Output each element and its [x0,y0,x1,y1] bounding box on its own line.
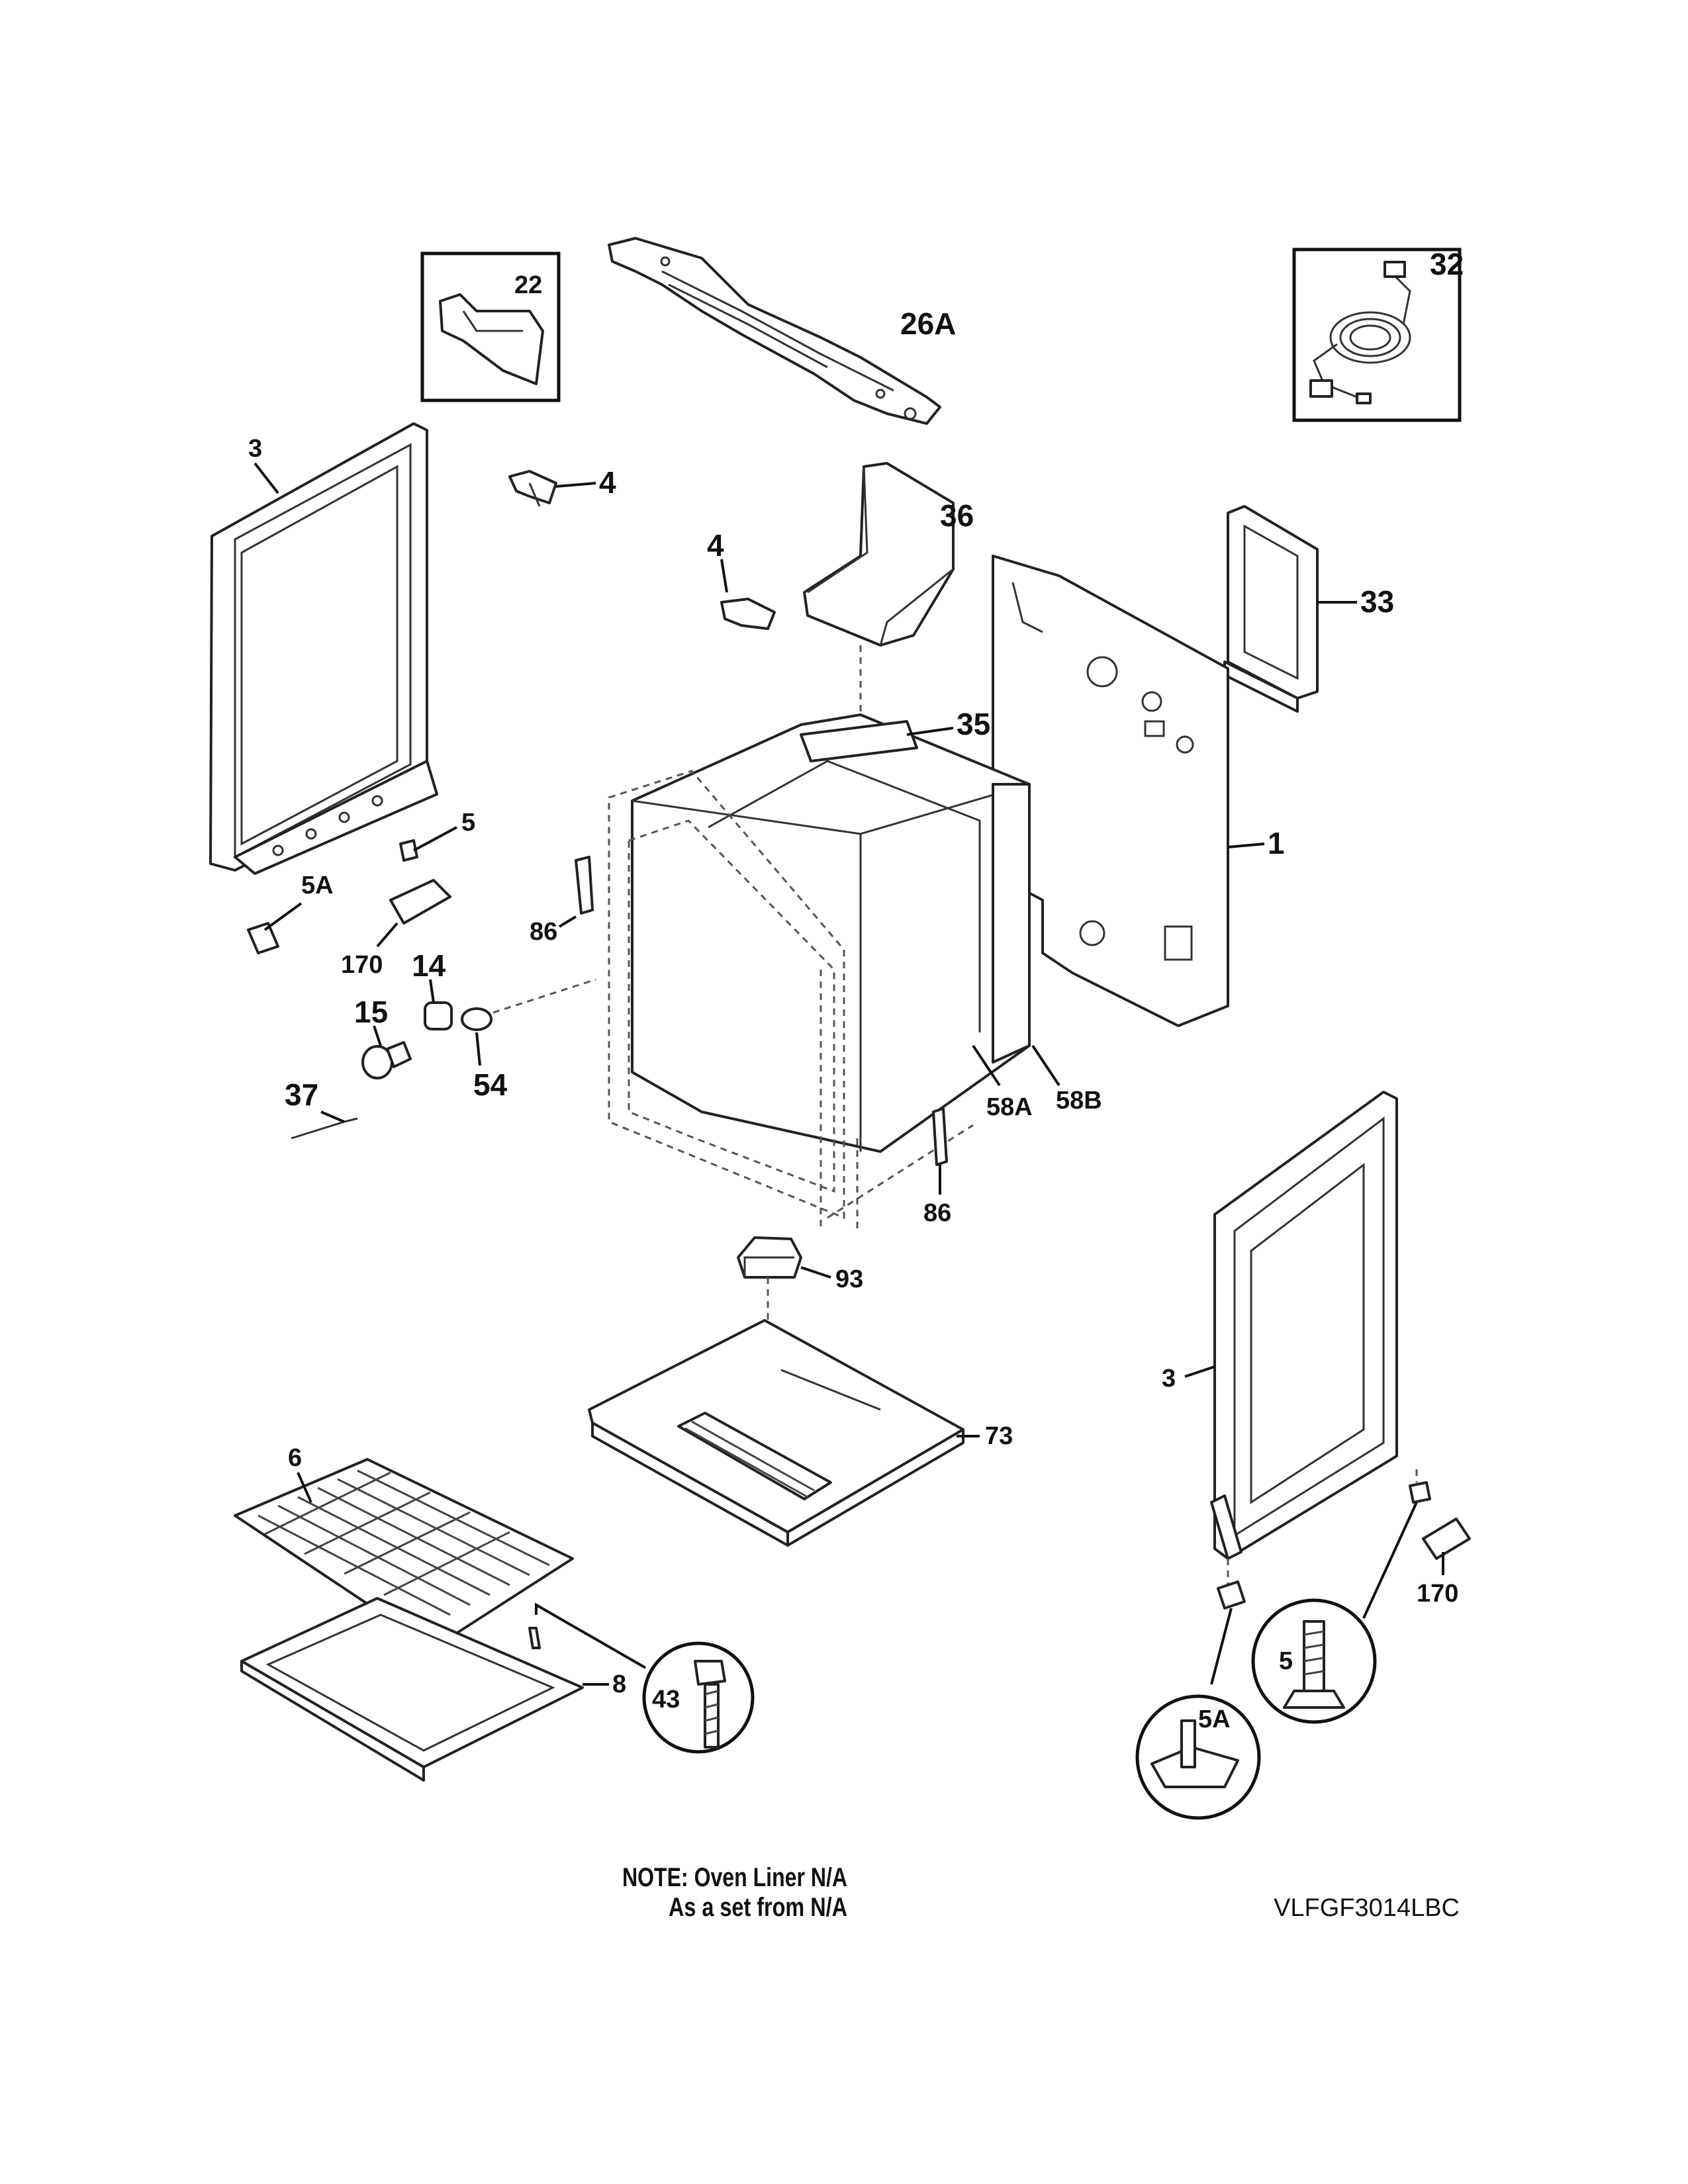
part-1-back-panel: 1 [992,555,1285,1027]
left-hinge-parts: 5 5A 170 [247,809,475,979]
label-170-left: 170 [341,951,383,979]
label-6: 6 [288,1444,302,1472]
label-5a-detail: 5A [1198,1706,1231,1733]
part-4-top-clip: 4 [508,465,616,507]
part-22-detail-box: 22 [420,251,561,402]
label-37: 37 [285,1077,318,1112]
label-86-top: 86 [530,918,557,946]
label-4-mid: 4 [707,528,724,563]
label-5a-left: 5A [301,872,334,899]
label-32: 32 [1430,247,1464,281]
label-86-bottom: 86 [923,1199,951,1227]
footer: NOTE: Oven Liner N/A As a set from N/A V… [622,1863,1460,1922]
part-32-detail-box: 32 [1292,247,1464,422]
label-93: 93 [835,1265,863,1293]
label-54: 54 [473,1068,508,1102]
label-36: 36 [940,498,974,533]
part-3-right-side-panel: 3 [1162,1091,1418,1585]
label-8: 8 [612,1670,626,1698]
part-73-bottom-panel: 73 [588,1319,1013,1547]
part-36-vent-duct: 36 [803,462,974,721]
label-1: 1 [1268,826,1285,860]
label-170-right: 170 [1417,1580,1458,1608]
part-43-screw-detail: 43 [528,1602,755,1754]
label-15: 15 [354,995,388,1029]
label-14: 14 [412,948,446,983]
part-3-left-side-panel: 3 [209,422,438,875]
part-26a-bracket: 26A [608,237,956,425]
part-8-broiler-pan: 8 [240,1597,626,1782]
oven-front-frame: 86 86 [530,770,974,1231]
oven-light-assembly: 14 15 54 37 [285,948,596,1140]
label-73: 73 [985,1422,1013,1450]
label-3-left: 3 [248,435,262,463]
label-43: 43 [652,1686,680,1713]
label-33: 33 [1360,584,1394,619]
label-58a: 58A [986,1093,1033,1121]
label-58b: 58B [1056,1087,1102,1115]
label-22: 22 [514,271,542,299]
right-hinge-parts: 170 5 5A [1135,1481,1471,1820]
label-3-right: 3 [1162,1365,1176,1392]
label-5-detail: 5 [1279,1647,1293,1675]
label-4-top: 4 [599,465,616,500]
label-5-left: 5 [461,809,475,837]
label-26a: 26A [900,306,956,341]
label-35: 35 [957,707,990,741]
part-93: 93 [737,1236,863,1330]
model-number: VLFGF3014LBC [1274,1894,1460,1922]
part-4-mid-clip: 4 [707,528,776,630]
part-33-wiring-cover: 33 [1223,505,1394,713]
note-line-2: As a set from N/A [669,1893,847,1922]
note-line-1: NOTE: Oven Liner N/A [622,1863,847,1892]
